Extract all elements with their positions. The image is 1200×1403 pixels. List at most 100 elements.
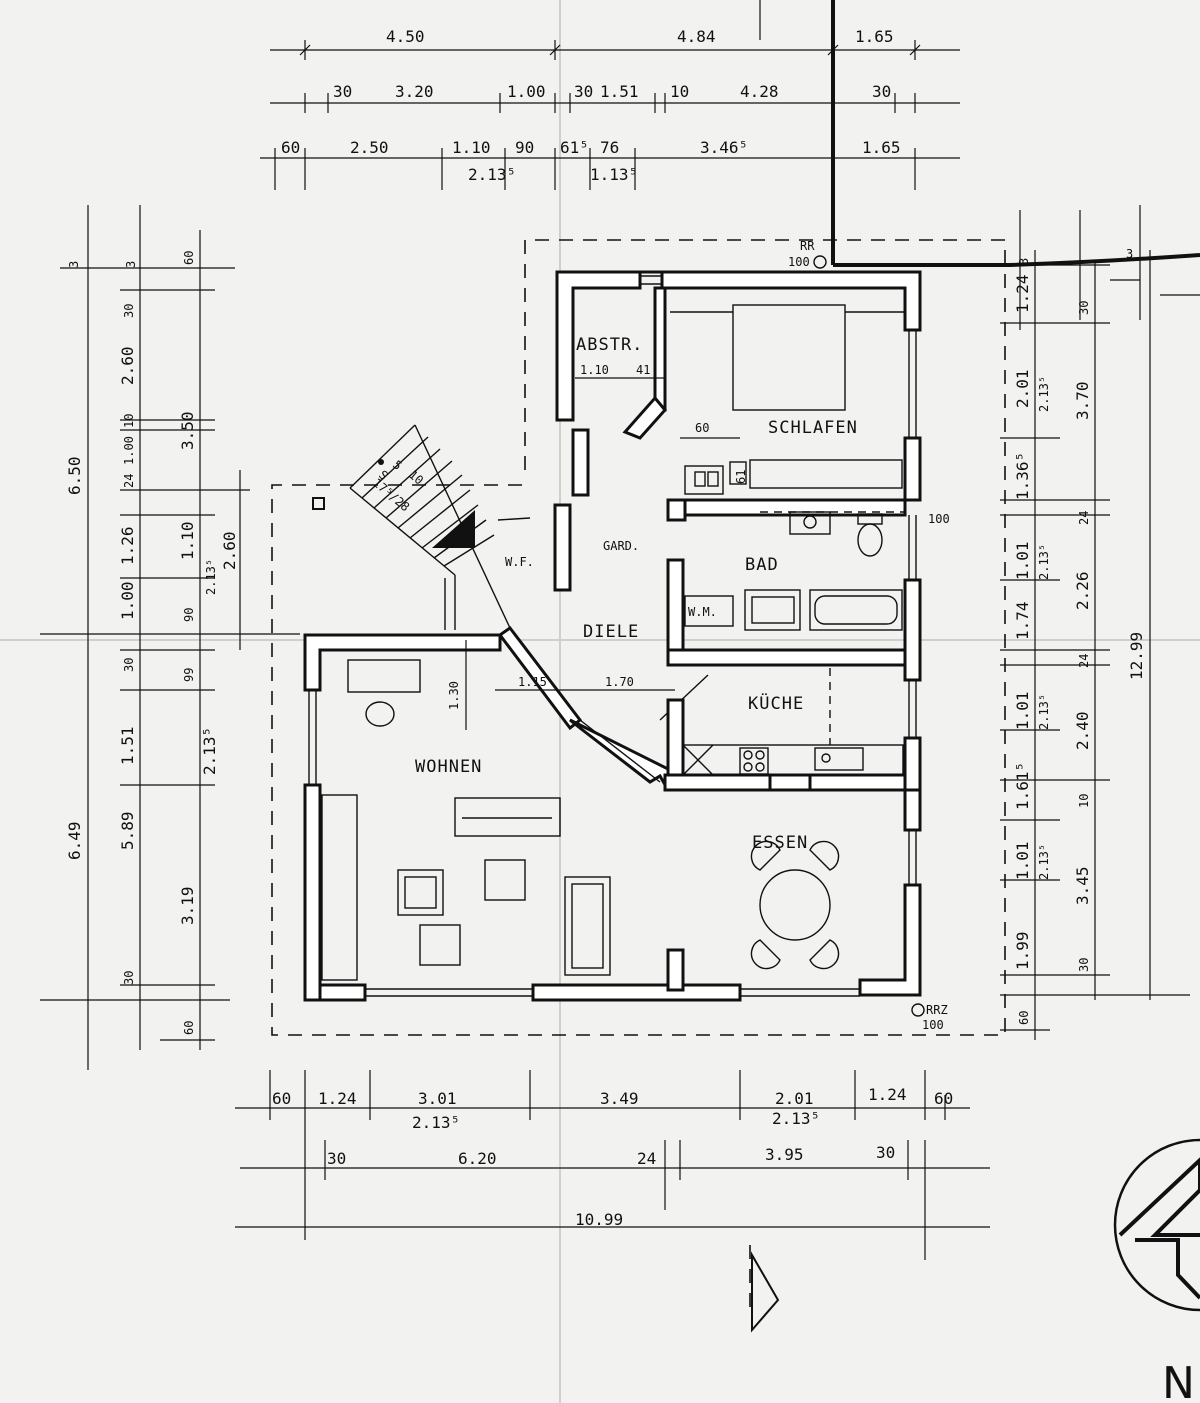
dim-label: 3.95 [765,1145,804,1164]
interior-dimensions: 1.10 41 60 61 1.30 1.15 1.70 100 [447,363,950,730]
dim-label: 30 [122,304,136,318]
dim-label: 30 [122,971,136,985]
pipe-label: RRZ [926,1003,948,1017]
dim-label: 3.70 [1073,381,1092,420]
room-label-wf: W.F. [505,555,534,569]
dim-label: 2.01 [1013,369,1032,408]
roof-overhang-outline [271,239,1006,1036]
dim-label: 30 [1077,958,1091,972]
dim-label: 1.51 [118,726,137,765]
dim-label: 30 [872,82,891,101]
room-label-abstr: ABSTR. [576,335,643,355]
dim-label: 3.01 [418,1089,457,1108]
dim-label: 24 [637,1149,656,1168]
dim-label: 1.51 [600,82,639,101]
dim-label: 1.00 [118,581,137,620]
dim-label: 24 [122,474,136,488]
room-label-essen: ESSEN [752,833,808,853]
dim-label: 60 [182,1021,196,1035]
dim-label: 2.13⁵ [412,1113,460,1132]
dim-label: 30 [122,658,136,672]
dim-label: 1.01 [1013,541,1032,580]
stair-label: 17⁵/28 [370,476,412,515]
right-dimension-chains: 3 1.24 2.01 2.13⁵ 1.36⁵ 1.01 2.13⁵ 1.74 … [1000,247,1190,1040]
dim-label: 30 [333,82,352,101]
dim-label: 1.00 [507,82,546,101]
dim-label: 3 [124,261,138,268]
dim-label: 1.13⁵ [590,165,638,184]
dim-label: 2.60 [220,531,239,570]
dim-label: 3.50 [178,411,197,450]
dim-label: 60 [182,251,196,265]
dim-label: 4.50 [386,27,425,46]
dim-label: 60 [272,1089,291,1108]
dim-label: 2.13⁵ [1037,544,1051,580]
room-labels: ABSTR. SCHLAFEN BAD DIELE KÜCHE WOHNEN E… [415,335,858,853]
furniture [321,304,905,981]
dim-label: 1.74 [1013,601,1032,640]
dim-label: 24 [1077,511,1091,525]
room-label-kueche: KÜCHE [748,692,804,714]
dim-label: 1.01 [1013,691,1032,730]
pipe-label: RR [800,239,815,253]
dim-label: 60 [695,421,709,435]
dim-label: 2.13⁵ [1037,694,1051,730]
dim-label: 2.13⁵ [204,559,218,595]
bottom-dimension-chains: 60 1.24 3.01 3.49 2.01 1.24 60 2.13⁵ 2.1… [235,1070,990,1260]
dim-label: 1.24 [318,1089,357,1108]
dim-label: 6.49 [65,821,84,860]
dim-label: 10 [670,82,689,101]
dim-label: 2.01 [775,1089,814,1108]
windows [308,275,917,997]
drain-pipes: RR 100 RRZ 100 [788,239,948,1032]
dim-label: 1.24 [868,1085,907,1104]
dim-label: 41 [636,363,650,377]
dim-label: 3 [1017,258,1031,265]
dim-label: 2.50 [350,138,389,157]
dim-label: 1.01 [1013,841,1032,880]
dim-label: 3 [67,261,81,268]
dim-label: 10 [1077,794,1091,808]
left-dimension-chains: 6.50 6.49 3 30 2.60 10 24 1.00 1.26 1.00… [40,205,300,1070]
dim-label: 10 [122,414,136,428]
dim-label: 30 [876,1143,895,1162]
room-label-bad: BAD [745,555,779,575]
dim-label: 60 [1017,1011,1031,1025]
dim-label: 5.89 [118,811,137,850]
dim-label: 60 [934,1089,953,1108]
walls [303,270,922,1002]
dim-label: 90 [515,138,534,157]
dim-label: 1.30 [447,681,461,710]
dim-label: 3 [1126,247,1133,261]
top-dimension-chains: 4.50 4.84 1.65 30 3.20 1.00 30 1.51 10 4… [260,27,960,190]
section-marker [749,1245,780,1333]
dim-label: 1.99 [1013,931,1032,970]
dim-label: 1.65 [862,138,901,157]
dim-label: 1.65 [855,27,894,46]
dim-label: 2.60 [118,346,137,385]
dim-label: 30 [1077,301,1091,315]
room-label-wohnen: WOHNEN [415,757,482,777]
north-arrow-icon: N [1113,1138,1200,1403]
dim-label: 100 [928,512,950,526]
dim-label: 2.13⁵ [1037,376,1051,412]
dim-label: 24 [1077,654,1091,668]
dim-label: 3.45 [1073,866,1092,905]
dim-label: 61 [734,470,748,484]
room-label-schlafen: SCHLAFEN [768,418,858,438]
dim-label: 90 [182,608,196,622]
dim-label: 1.10 [178,521,197,560]
dim-label: 4.84 [677,27,716,46]
dim-label: 1.70 [605,675,634,689]
dim-label: 3.19 [178,886,197,925]
dim-label: 1.61⁵ [1013,762,1032,810]
dim-label: 1.36⁵ [1013,452,1032,500]
dim-label: 2.13⁵ [200,727,219,775]
dim-label: 2.13⁵ [1037,844,1051,880]
dim-label: 1.10 [580,363,609,377]
room-label-diele: DIELE [583,622,639,642]
pipe-label: 100 [788,255,810,269]
dim-label: 2.40 [1073,711,1092,750]
dim-label: 60 [281,138,300,157]
dim-label: 10.99 [575,1210,623,1229]
